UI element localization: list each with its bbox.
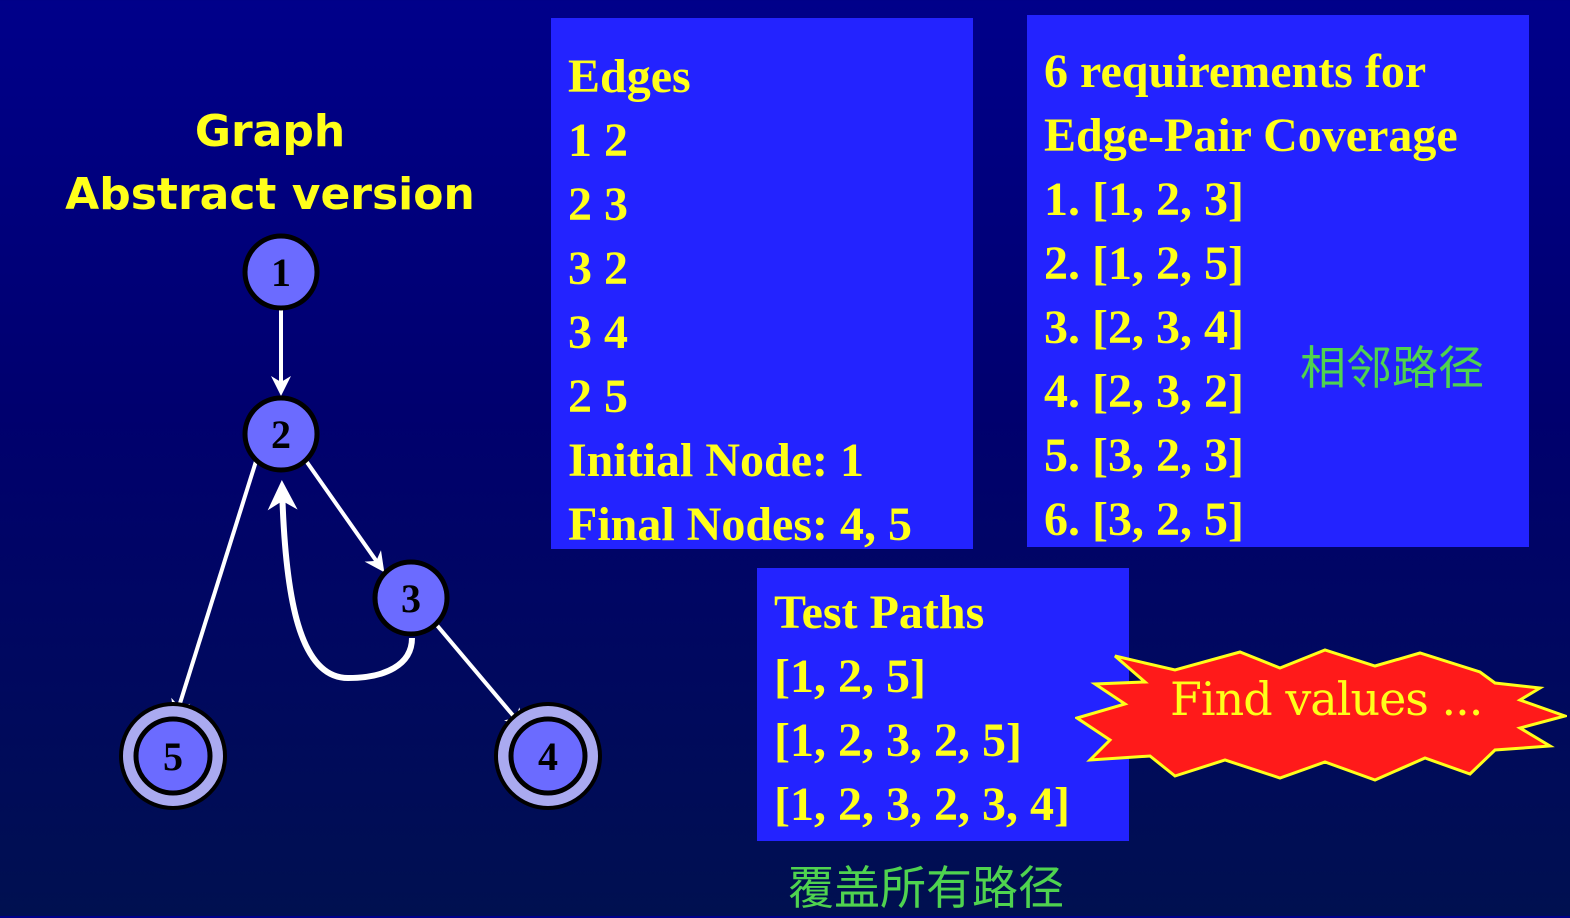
- final-nodes: Final Nodes: 4, 5: [568, 498, 913, 551]
- requirements-box: 6 requirements for Edge-Pair Coverage 1.…: [1027, 15, 1529, 547]
- edge-item: 2 5: [568, 370, 628, 423]
- svg-text:4: 4: [538, 734, 558, 779]
- graph-title-line2: Abstract version: [65, 169, 475, 220]
- edge-item: 3 2: [568, 242, 628, 295]
- edges-box: Edges 1 2 2 3 3 2 3 4 2 5 Initial Node: …: [551, 18, 973, 551]
- requirement-item: 1. [1, 2, 3]: [1044, 173, 1244, 226]
- graph-node-2: 2: [242, 395, 320, 473]
- test-path-item: [1, 2, 5]: [774, 650, 926, 703]
- find-values-burst-shape: [1075, 648, 1567, 782]
- test-paths-heading: Test Paths: [774, 586, 985, 639]
- graph-node-5-final: 5: [119, 702, 227, 810]
- requirements-heading-line2: Edge-Pair Coverage: [1044, 109, 1458, 162]
- edge-2-3: [302, 456, 385, 573]
- svg-text:5: 5: [163, 734, 183, 779]
- graph-title-line1: Graph: [194, 106, 346, 157]
- edge-2-5: [171, 457, 259, 720]
- requirement-item: 6. [3, 2, 5]: [1044, 493, 1244, 546]
- requirement-item: 2. [1, 2, 5]: [1044, 237, 1244, 290]
- graph-title: Graph Abstract version: [30, 100, 510, 226]
- edge-3-2: [267, 480, 415, 682]
- test-paths-box: Test Paths [1, 2, 5] [1, 2, 3, 2, 5] [1,…: [757, 568, 1129, 841]
- requirements-heading-line1: 6 requirements for: [1044, 45, 1427, 98]
- graph-node-3: 3: [372, 559, 450, 637]
- edges-heading: Edges: [568, 50, 691, 103]
- cover-all-paths-annotation: 覆盖所有路径: [788, 861, 1064, 915]
- edge-item: 3 4: [568, 306, 628, 359]
- test-path-item: [1, 2, 3, 2, 5]: [774, 714, 1022, 767]
- requirement-item: 5. [3, 2, 3]: [1044, 429, 1244, 482]
- requirement-item: 4. [2, 3, 2]: [1044, 365, 1244, 418]
- initial-node: Initial Node: 1: [568, 434, 865, 487]
- edge-3-4: [433, 621, 525, 730]
- requirement-item: 3. [2, 3, 4]: [1044, 301, 1244, 354]
- edge-item: 2 3: [568, 178, 628, 231]
- edge-item: 1 2: [568, 114, 628, 167]
- svg-text:1: 1: [271, 250, 291, 295]
- svg-text:3: 3: [401, 576, 421, 621]
- test-path-item: [1, 2, 3, 2, 3, 4]: [774, 778, 1070, 831]
- graph-diagram: 1 2 3 4 5: [119, 233, 602, 810]
- adjacent-paths-annotation: 相邻路径: [1300, 341, 1484, 395]
- graph-node-4-final: 4: [494, 702, 602, 810]
- find-values-callout: Find values ...: [1170, 672, 1483, 726]
- graph-node-1: 1: [242, 233, 320, 311]
- svg-text:2: 2: [271, 412, 291, 457]
